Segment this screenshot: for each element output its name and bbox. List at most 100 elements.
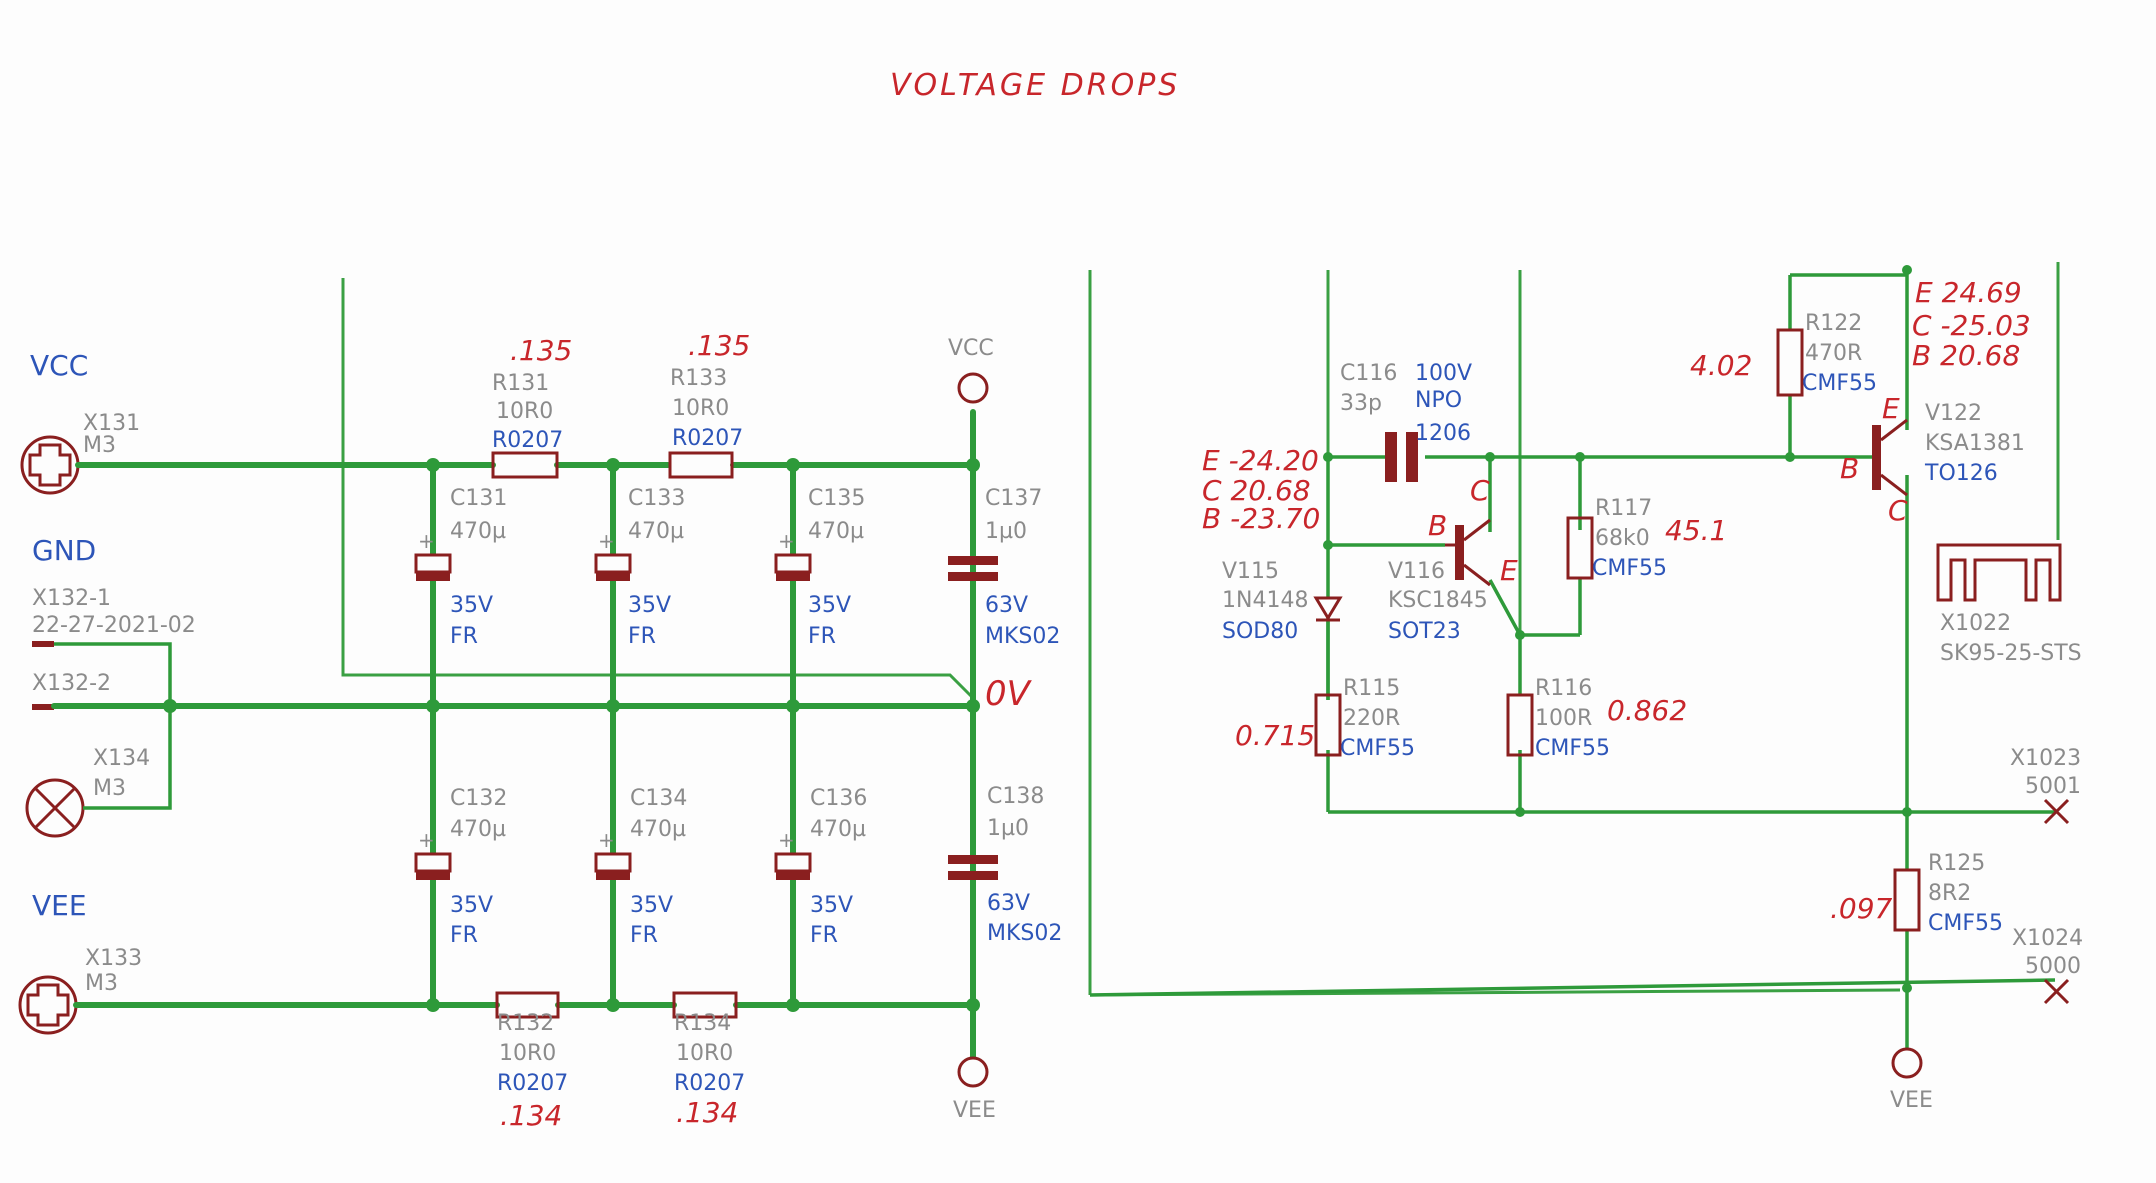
- x1022-heatsink-symbol: [1936, 543, 2062, 602]
- v115-ref: V115: [1222, 559, 1279, 584]
- c134-val: 470µ: [630, 817, 686, 842]
- r125-ref: R125: [1928, 851, 1985, 876]
- v122-e-voltage: E 24.69: [1915, 276, 2022, 309]
- r134-val: 10R0: [676, 1041, 733, 1066]
- c116-pkg: 1206: [1415, 421, 1471, 446]
- c132-symbol: +: [414, 828, 452, 880]
- r134-pkg: R0207: [674, 1071, 745, 1096]
- v116-e-voltage: E -24.20: [1202, 444, 1319, 477]
- r134-drop: .134: [676, 1096, 738, 1129]
- v115-val: 1N4148: [1222, 588, 1308, 613]
- c131-symbol: +: [414, 529, 452, 581]
- v116-pin-e: E: [1500, 554, 1518, 587]
- v122-pin-b: B: [1840, 452, 1859, 485]
- r116-val: 100R: [1535, 706, 1592, 731]
- c137-volt: 63V: [985, 593, 1028, 618]
- c134-volt: 35V: [630, 893, 673, 918]
- c134-type: FR: [630, 923, 658, 948]
- r125-body: [1893, 868, 1921, 932]
- x132-1-ref: X132-1: [32, 586, 111, 611]
- c116-dielectric: NPO: [1415, 388, 1462, 413]
- r132-val: 10R0: [499, 1041, 556, 1066]
- v122-val: KSA1381: [1925, 431, 2025, 456]
- c131-volt: 35V: [450, 593, 493, 618]
- x1022-ref: X1022: [1940, 611, 2011, 636]
- vcc-terminal-label: VCC: [948, 336, 994, 361]
- c133-volt: 35V: [628, 593, 671, 618]
- c137-type: MKS02: [985, 624, 1060, 649]
- r117-ref: R117: [1595, 496, 1652, 521]
- c137-ref: C137: [985, 486, 1042, 511]
- r116-drop: 0.862: [1607, 694, 1687, 727]
- r133-pkg: R0207: [672, 426, 743, 451]
- zero-volt-label: 0V: [985, 674, 1033, 714]
- svg-text:+: +: [418, 828, 435, 852]
- junctions-right: [1323, 265, 1912, 993]
- x1024-ref: X1024: [2012, 926, 2083, 951]
- c138-ref: C138: [987, 784, 1044, 809]
- x1023-cross: [2043, 798, 2070, 825]
- v116-c-voltage: C 20.68: [1202, 474, 1311, 507]
- x133-ref: X133: [85, 946, 142, 971]
- r133-drop: .135: [688, 329, 750, 362]
- frame-line: [341, 278, 977, 702]
- r122-ref: R122: [1805, 311, 1862, 336]
- r117-body: [1566, 516, 1594, 580]
- x132-1-pin: [32, 641, 54, 647]
- net-vee-label: VEE: [32, 889, 87, 922]
- c132-type: FR: [450, 923, 478, 948]
- c138-volt: 63V: [987, 891, 1030, 916]
- r115-pkg: CMF55: [1340, 736, 1415, 761]
- r134-body: [672, 991, 738, 1019]
- r117-drop: 45.1: [1665, 514, 1727, 547]
- vee-terminal-label: VEE: [953, 1098, 996, 1123]
- v116-b-voltage: B -23.70: [1202, 502, 1320, 535]
- x132-1-val: 22-27-2021-02: [32, 613, 196, 638]
- v122-c-voltage: C -25.03: [1912, 309, 2031, 342]
- c132-val: 470µ: [450, 817, 506, 842]
- x1022-val: SK95-25-STS: [1940, 641, 2082, 666]
- x134-ref: X134: [93, 746, 150, 771]
- c133-type: FR: [628, 624, 656, 649]
- vee-terminal: [957, 1056, 989, 1088]
- r131-pkg: R0207: [492, 428, 563, 453]
- r122-val: 470R: [1805, 341, 1862, 366]
- r115-drop: 0.715: [1235, 719, 1315, 752]
- r122-drop: 4.02: [1690, 349, 1752, 382]
- c132-ref: C132: [450, 786, 507, 811]
- c131-ref: C131: [450, 486, 507, 511]
- x134-val: M3: [93, 776, 126, 801]
- r132-pkg: R0207: [497, 1071, 568, 1096]
- r125-val: 8R2: [1928, 881, 1971, 906]
- r125-pkg: CMF55: [1928, 911, 2003, 936]
- svg-text:+: +: [778, 828, 795, 852]
- r122-pkg: CMF55: [1802, 371, 1877, 396]
- r132-body: [495, 991, 560, 1019]
- v122-pin-c: C: [1888, 494, 1908, 527]
- v115-pkg: SOD80: [1222, 619, 1298, 644]
- c138-symbol: [948, 855, 998, 880]
- c133-ref: C133: [628, 486, 685, 511]
- x132-2-pin: [32, 704, 54, 710]
- x134-connector: [25, 778, 85, 838]
- vcc-terminal: [957, 372, 989, 404]
- x133-val: M3: [85, 971, 118, 996]
- net-gnd-label: GND: [32, 534, 96, 567]
- v116-transistor-symbol: [1445, 518, 1491, 587]
- vee-terminal-right-label: VEE: [1890, 1088, 1933, 1113]
- r116-body: [1506, 693, 1534, 757]
- r131-body: [491, 451, 559, 479]
- vee-terminal-right: [1891, 1047, 1923, 1079]
- x1024-cross: [2043, 978, 2070, 1005]
- c133-symbol: +: [594, 529, 632, 581]
- r131-val: 10R0: [496, 399, 553, 424]
- x131-ref: X131: [83, 411, 140, 436]
- r131-ref: R131: [492, 371, 549, 396]
- r132-drop: .134: [500, 1099, 562, 1132]
- r115-body: [1314, 693, 1342, 757]
- r133-val: 10R0: [672, 396, 729, 421]
- c116-volt: 100V: [1415, 361, 1472, 386]
- c136-volt: 35V: [810, 893, 853, 918]
- c136-val: 470µ: [810, 817, 866, 842]
